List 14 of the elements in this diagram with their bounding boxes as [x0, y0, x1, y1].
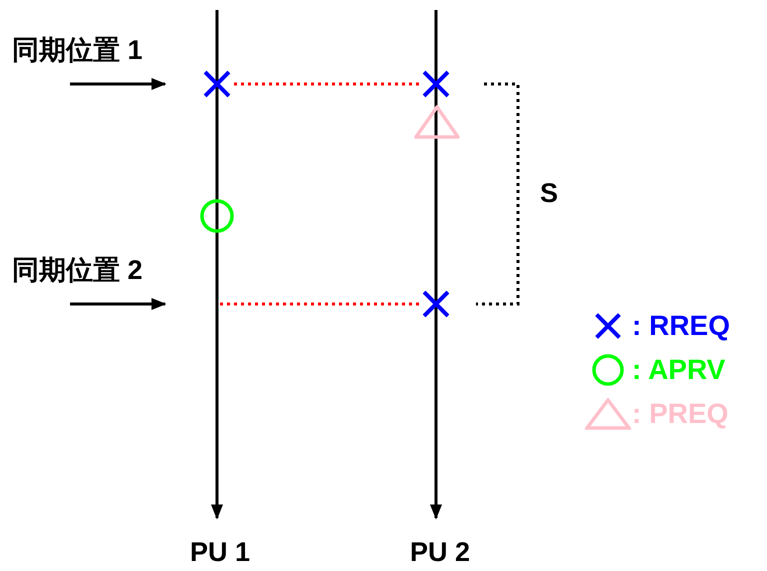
arrow — [211, 10, 223, 520]
circle-mark — [200, 199, 234, 233]
axis-label: PU 1 — [190, 537, 250, 568]
dotted-line — [234, 82, 419, 86]
axis-label: PU 2 — [410, 537, 470, 568]
dotted-line — [220, 302, 419, 306]
legend-text: : APRV — [632, 354, 726, 386]
legend-text: : PREQ — [632, 398, 728, 430]
arrow — [430, 10, 442, 520]
position-label: 同期位置 2 — [12, 254, 143, 287]
triangle-mark — [414, 105, 460, 139]
legend-text: : RREQ — [632, 310, 730, 342]
interval-label: S — [540, 178, 558, 209]
position-label: 同期位置 1 — [12, 34, 143, 67]
